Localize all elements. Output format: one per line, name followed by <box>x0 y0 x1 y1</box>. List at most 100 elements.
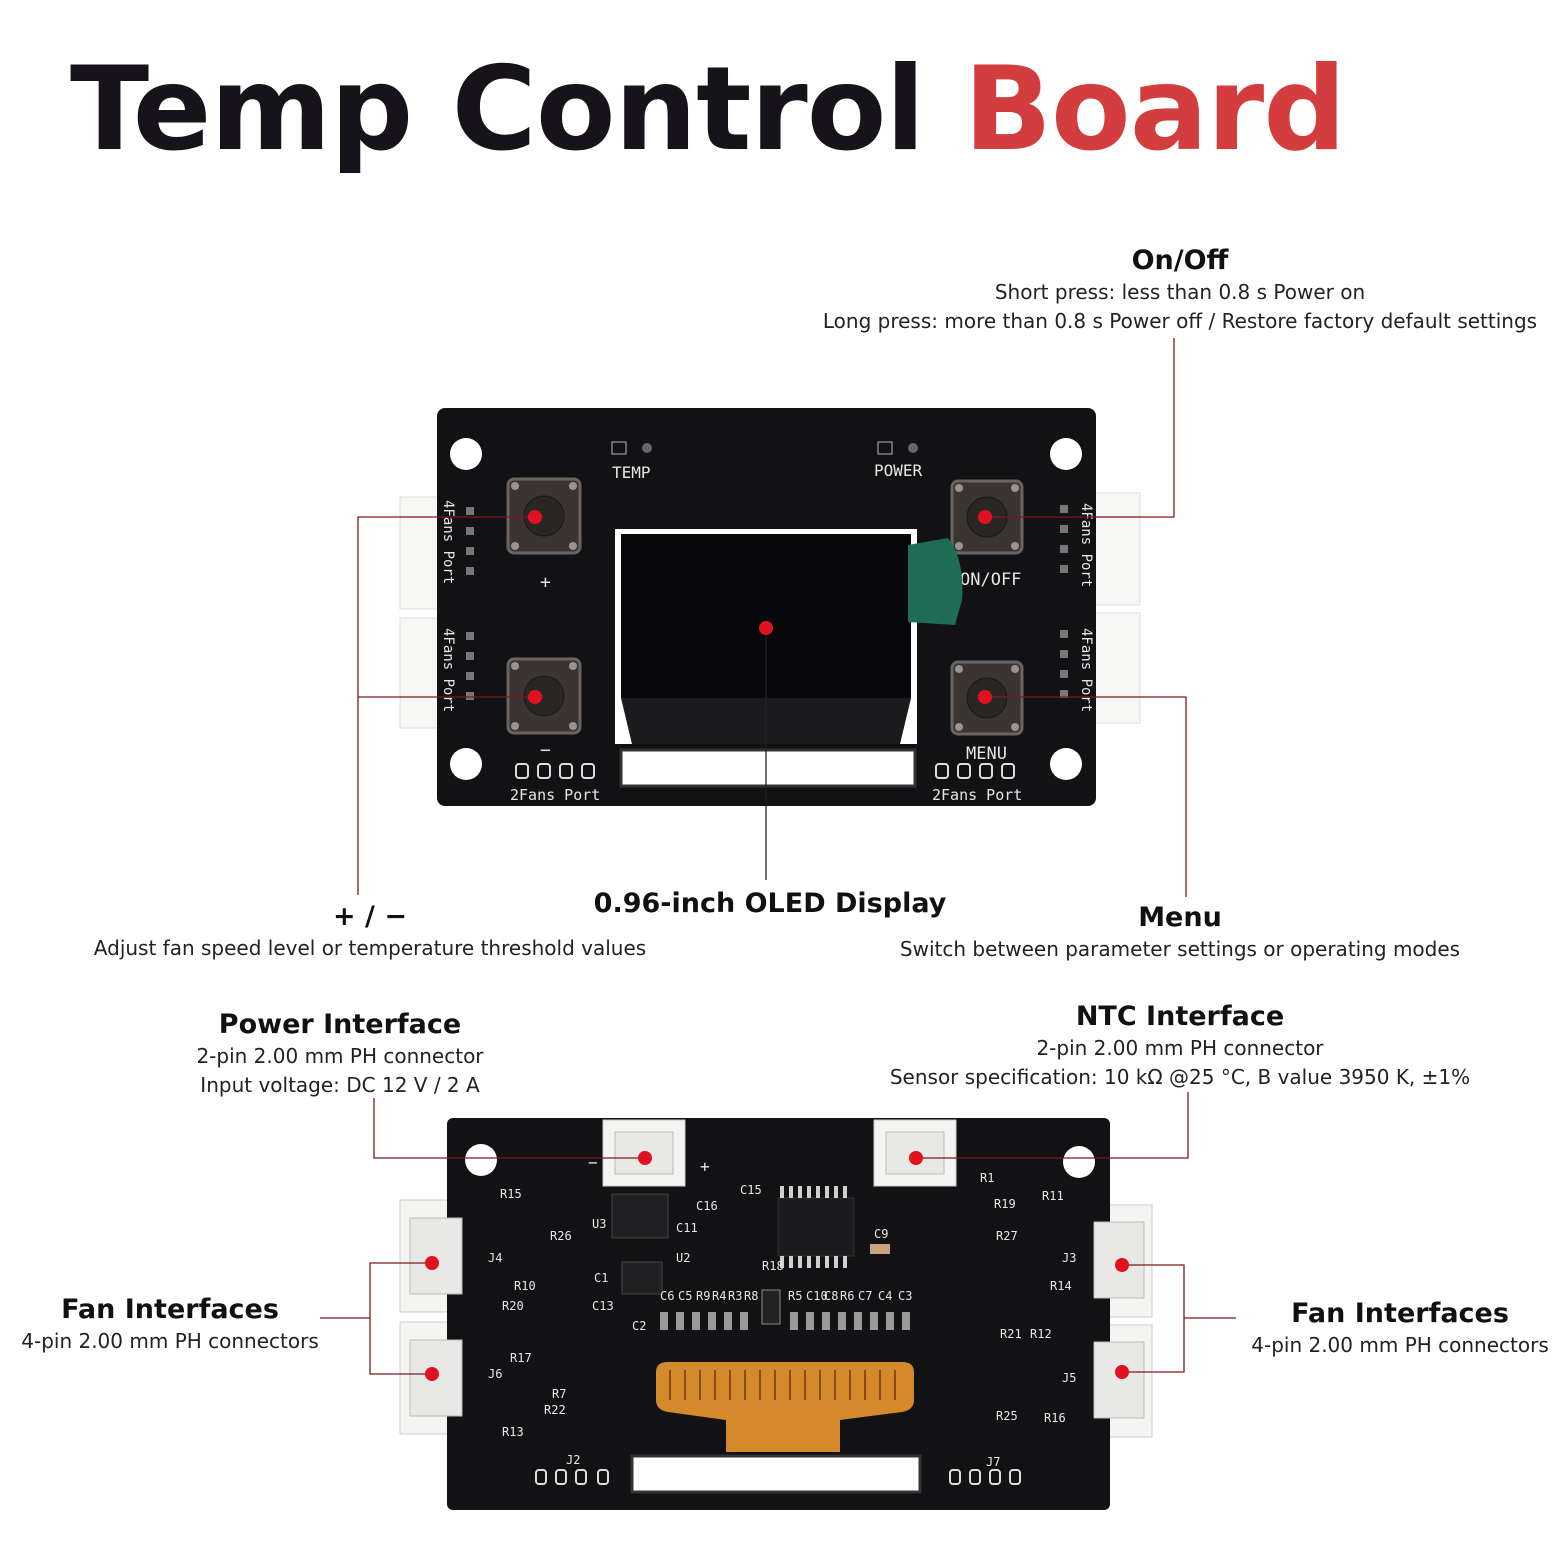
marker-fan-left-bottom <box>425 1367 439 1381</box>
silk-r6: R6 <box>840 1289 854 1303</box>
left-connector-top <box>399 496 443 610</box>
callout-onoff-line2: Long press: more than 0.8 s Power off / … <box>822 309 1538 333</box>
leader-menu <box>985 696 1187 897</box>
front-mount-hole <box>1050 438 1082 470</box>
silk-c1: C1 <box>594 1271 608 1285</box>
leader-plusminus <box>357 516 544 895</box>
right-header-pins <box>1060 505 1068 698</box>
left-2fans-pads <box>515 763 595 779</box>
temp-led <box>611 441 627 455</box>
callout-menu-heading: Menu <box>1138 902 1222 933</box>
callout-oled-heading: 0.96-inch OLED Display <box>593 888 947 919</box>
front-mount-hole <box>1050 748 1082 780</box>
silk-4fans-left-bottom: 4Fans Port <box>440 628 456 712</box>
silk-plus: + <box>540 572 551 593</box>
back-board: R15 R26 U3 C16 C11 C15 C9 R19 R11 R27 J4… <box>399 1118 1153 1510</box>
silk-r10: R10 <box>514 1279 536 1293</box>
callout-power-heading: Power Interface <box>218 1009 462 1040</box>
silk-4fans-right-bottom: 4Fans Port <box>1078 628 1094 712</box>
silk-j6: J6 <box>488 1367 502 1381</box>
silk-c13: C13 <box>592 1299 614 1313</box>
callout-power: Power Interface 2-pin 2.00 mm PH connect… <box>160 1008 520 1100</box>
silk-onoff: ON/OFF <box>960 570 1021 590</box>
silk-r16: R16 <box>1044 1411 1066 1425</box>
callout-ntc-line2: Sensor specification: 10 kΩ @25 °C, B va… <box>889 1065 1471 1089</box>
main-ic <box>777 1197 855 1257</box>
diode <box>761 1289 781 1325</box>
silk-4fans-right-top: 4Fans Port <box>1078 503 1094 587</box>
silk-r7: R7 <box>552 1387 566 1401</box>
silk-r12: R12 <box>1030 1327 1052 1341</box>
marker-fan-left-top <box>425 1256 439 1270</box>
callout-fan-right-line1: 4-pin 2.00 mm PH connectors <box>1251 1333 1549 1357</box>
title-part2: Board <box>963 42 1347 177</box>
capacitor-c9 <box>870 1244 890 1254</box>
silk-r22: R22 <box>544 1403 566 1417</box>
right-2fans-pads <box>935 763 1015 779</box>
silk-r14: R14 <box>1050 1279 1072 1293</box>
power-led-pad <box>908 443 918 453</box>
callout-fan-left: Fan Interfaces 4-pin 2.00 mm PH connecto… <box>10 1293 330 1356</box>
silk-c4: C4 <box>878 1289 892 1303</box>
silk-r3: R3 <box>728 1289 742 1303</box>
silk-c2: C2 <box>632 1319 646 1333</box>
silk-power-minus: − <box>588 1153 598 1172</box>
page-title: Temp Control Board <box>70 40 1347 180</box>
ic-pins <box>780 1186 847 1268</box>
silk-c16: C16 <box>696 1199 718 1213</box>
silk-temp: TEMP <box>612 463 651 482</box>
plus-button-graphic <box>506 477 582 555</box>
callout-plusminus-line1: Adjust fan speed level or temperature th… <box>93 936 647 960</box>
back-bottom-pads <box>535 1469 1021 1485</box>
silk-r18: R18 <box>762 1259 784 1273</box>
silk-j2: J2 <box>566 1453 580 1467</box>
oled-green-tab <box>908 538 963 625</box>
silk-c3: C3 <box>898 1289 912 1303</box>
silk-minus: − <box>540 740 551 761</box>
silk-u3: U3 <box>592 1217 606 1231</box>
regulator <box>611 1193 669 1239</box>
silk-r11: R11 <box>1042 1189 1064 1203</box>
marker-fan-right-bottom <box>1115 1365 1129 1379</box>
power-led <box>877 441 893 455</box>
callout-ntc-line1: 2-pin 2.00 mm PH connector <box>1036 1036 1324 1060</box>
callout-fan-left-heading: Fan Interfaces <box>61 1294 279 1325</box>
marker-minus <box>528 690 542 704</box>
marker-oled <box>759 621 773 635</box>
temp-led-pad <box>642 443 652 453</box>
silk-c10: C10 <box>806 1289 828 1303</box>
front-mount-hole <box>450 438 482 470</box>
passive-row <box>660 1312 910 1330</box>
silk-r5: R5 <box>788 1289 802 1303</box>
markers <box>425 510 1129 1381</box>
leader-lines <box>320 338 1236 1375</box>
silk-c9: C9 <box>874 1227 888 1241</box>
silk-r4: R4 <box>712 1289 726 1303</box>
silk-r26: R26 <box>550 1229 572 1243</box>
callout-ntc-heading: NTC Interface <box>1075 1001 1285 1032</box>
front-board: TEMP POWER + − ON/OFF M <box>399 408 1141 806</box>
silk-u2: U2 <box>676 1251 690 1265</box>
silk-c8: C8 <box>824 1289 838 1303</box>
callout-fan-right-heading: Fan Interfaces <box>1291 1298 1509 1329</box>
silk-r27: R27 <box>996 1229 1018 1243</box>
silk-r25: R25 <box>996 1409 1018 1423</box>
silk-c6: C6 <box>660 1289 674 1303</box>
silk-c7: C7 <box>858 1289 872 1303</box>
silk-r9: R9 <box>696 1289 710 1303</box>
silk-r19: R19 <box>994 1197 1016 1211</box>
leader-power <box>373 1098 645 1159</box>
silk-c15: C15 <box>740 1183 762 1197</box>
callout-onoff-heading: On/Off <box>1131 245 1229 276</box>
silk-r1: R1 <box>980 1171 994 1185</box>
front-mount-hole <box>450 748 482 780</box>
marker-plus <box>528 510 542 524</box>
callout-onoff-line1: Short press: less than 0.8 s Power on <box>994 280 1366 304</box>
leader-onoff <box>985 338 1175 518</box>
marker-power <box>638 1151 652 1165</box>
back-mount-hole <box>1063 1146 1095 1178</box>
callout-menu: Menu Switch between parameter settings o… <box>880 901 1480 964</box>
marker-ntc <box>909 1151 923 1165</box>
marker-onoff <box>978 510 992 524</box>
